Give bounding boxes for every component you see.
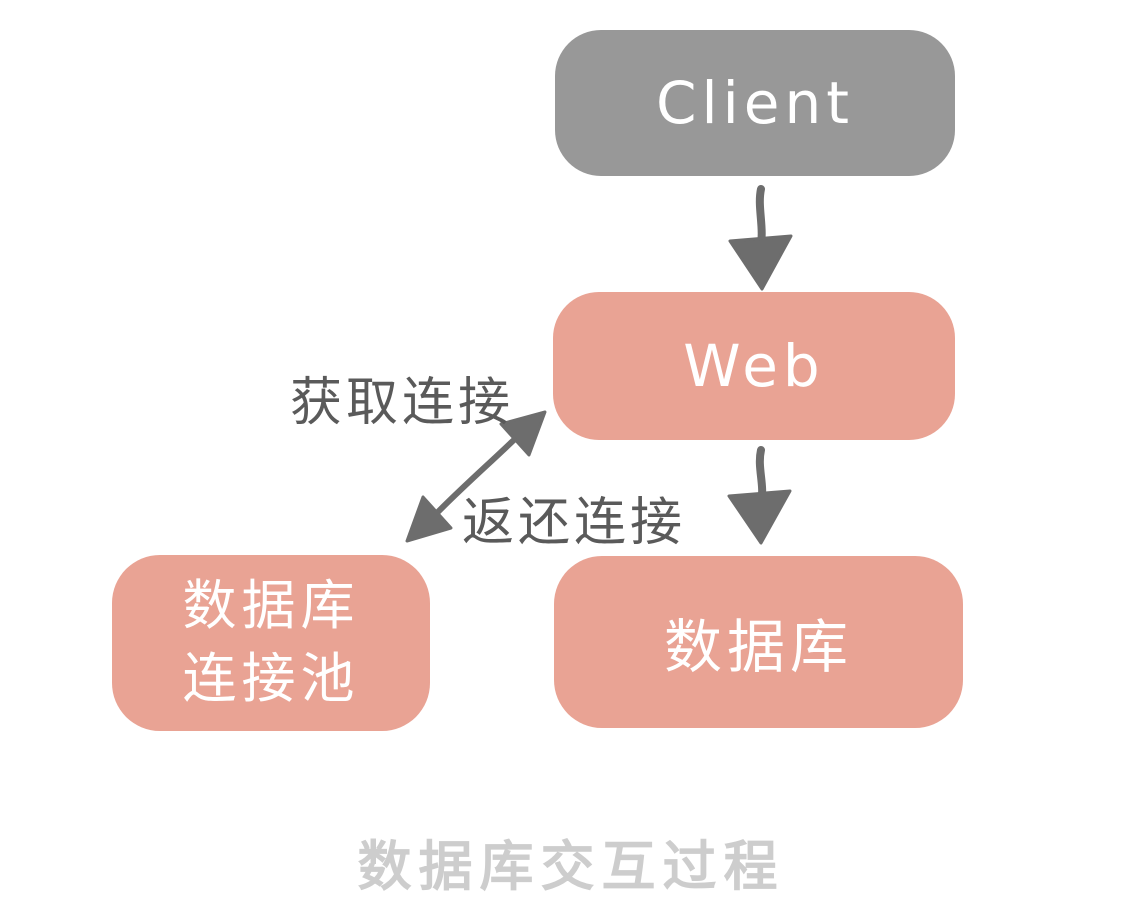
diagram-title: 数据库交互过程 [357, 835, 785, 898]
arrow-web-to-database-icon [727, 446, 792, 545]
node-database-pool-label-line1: 数据库 [182, 574, 360, 638]
node-web-label: Web [683, 332, 825, 400]
node-web: Web [553, 292, 955, 440]
node-database-pool-label-line2: 连接池 [182, 647, 360, 710]
node-client: Client [555, 30, 955, 176]
edge-label-acquire-connection: 获取连接 [290, 373, 515, 433]
edge-label-release-connection: 返还连接 [462, 493, 687, 553]
node-database-pool: 数据库 连接池 [112, 555, 430, 731]
node-client-label: Client [656, 69, 854, 137]
node-database-label: 数据库 [663, 613, 853, 681]
node-database: 数据库 [554, 556, 963, 728]
arrow-client-to-web-icon [728, 185, 793, 291]
